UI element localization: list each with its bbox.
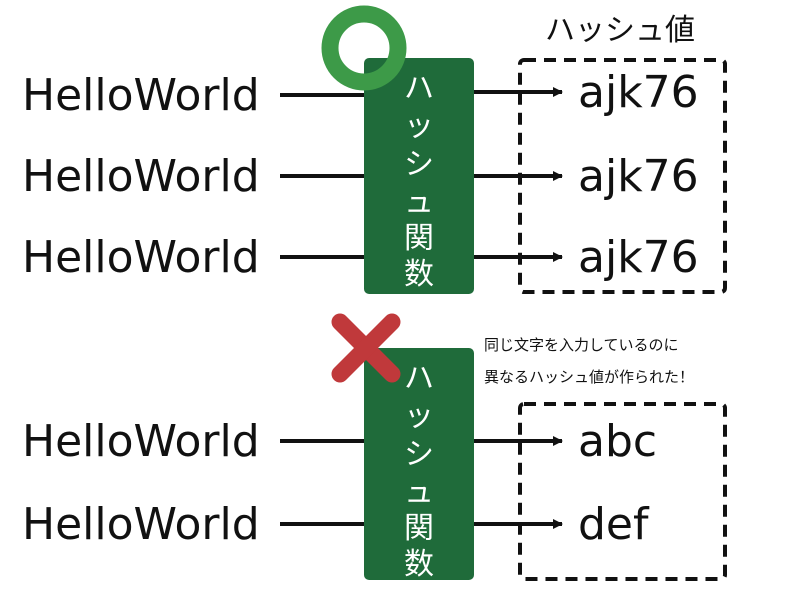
bottom-output-2: def xyxy=(578,499,650,550)
top-input-1: HelloWorld xyxy=(22,70,260,121)
top-example: ハ ッ シ ュ 関 数 HelloWorld HelloWorld HelloW… xyxy=(22,5,727,294)
top-input-2: HelloWorld xyxy=(22,151,260,202)
bottom-input-2: HelloWorld xyxy=(22,499,260,550)
top-func-char-6: 数 xyxy=(404,257,434,292)
top-hash-function-box xyxy=(364,58,474,294)
top-func-char-1: ハ xyxy=(404,71,434,106)
hash-value-header: ハッシュ値 xyxy=(545,13,695,48)
circle-ok-icon xyxy=(321,5,407,91)
top-func-char-2: ッ xyxy=(404,109,434,144)
top-func-char-3: シ xyxy=(404,147,434,182)
bottom-input-1: HelloWorld xyxy=(22,416,260,467)
bottom-example: 同じ文字を入力しているのに 異なるハッシュ値が作られた！ ハ ッ シ ュ 関 数… xyxy=(22,313,727,582)
bottom-output-1: abc xyxy=(578,416,657,467)
top-func-char-4: ュ xyxy=(404,185,434,220)
bottom-func-char-4: ュ xyxy=(404,475,434,510)
cross-ng-icon xyxy=(331,313,401,383)
bottom-hash-function-box xyxy=(364,348,474,580)
bottom-func-char-2: ッ xyxy=(404,399,434,434)
top-input-3: HelloWorld xyxy=(22,232,260,283)
note-line-1: 同じ文字を入力しているのに xyxy=(484,336,679,354)
bottom-func-char-5: 関 xyxy=(404,511,434,546)
bottom-func-char-1: ハ xyxy=(404,361,434,396)
note-line-2: 異なるハッシュ値が作られた！ xyxy=(484,368,694,386)
top-output-2: ajk76 xyxy=(578,151,699,202)
top-output-3: ajk76 xyxy=(578,232,699,283)
bottom-output-box xyxy=(518,402,727,581)
bottom-func-char-3: シ xyxy=(404,437,434,472)
top-func-char-5: 関 xyxy=(404,221,434,256)
bottom-func-char-6: 数 xyxy=(404,547,434,582)
top-output-1: ajk76 xyxy=(578,67,699,118)
